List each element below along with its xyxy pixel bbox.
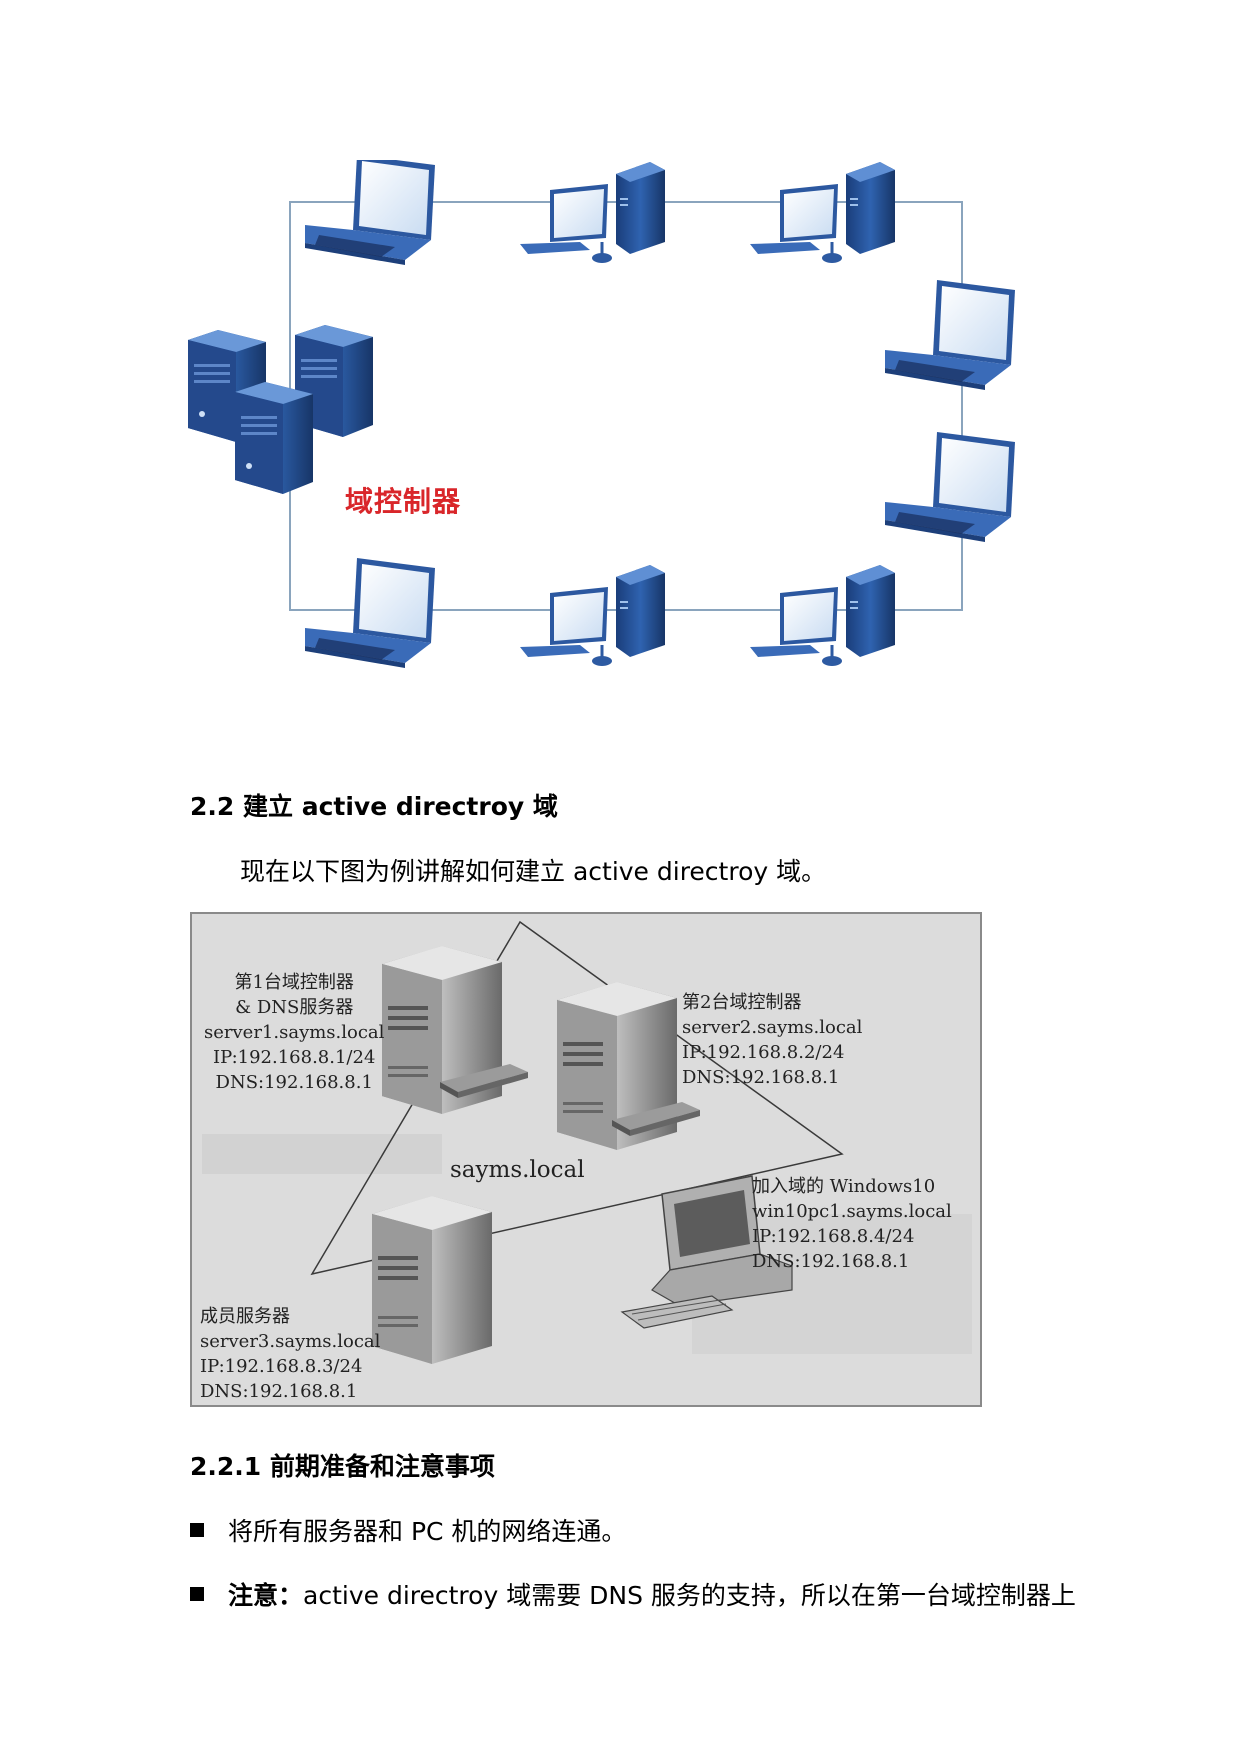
bullet-item: 注意：active directroy 域需要 DNS 服务的支持，所以在第一台… (190, 1576, 1076, 1612)
laptop-icon (305, 160, 435, 265)
network-ring-diagram (188, 160, 1015, 668)
section-heading-2-2: 2.2 建立 active directroy 域 (190, 792, 558, 821)
member-label-line: IP:192.168.8.3/24 (200, 1356, 363, 1377)
bullet-bold-prefix: 注意： (228, 1581, 304, 1610)
windows-pc-icon (620, 1175, 793, 1329)
member-label-line: DNS:192.168.8.1 (200, 1381, 358, 1402)
laptop-icon (885, 280, 1015, 390)
pc-label: 加入域的 Windows10 win10pc1.sayms.local IP:1… (752, 1174, 952, 1274)
dc1-label: 第1台域控制器 & DNS服务器 server1.sayms.local IP:… (204, 970, 384, 1095)
member-label-line: 成员服务器 (200, 1306, 290, 1327)
domain-topology-diagram (192, 914, 980, 1405)
pc-label-line: 加入域的 Windows10 (752, 1176, 936, 1197)
pc-label-line: IP:192.168.8.4/24 (752, 1226, 915, 1247)
bullet-item: 将所有服务器和 PC 机的网络连通。 (190, 1512, 626, 1548)
server-icon (235, 382, 313, 494)
domain-topology-figure: 第1台域控制器 & DNS服务器 server1.sayms.local IP:… (190, 912, 982, 1407)
network-ring-figure: 域控制器 (180, 160, 1060, 760)
server3-icon (372, 1196, 492, 1364)
dc2-label: 第2台域控制器 server2.sayms.local IP:192.168.8… (682, 990, 862, 1090)
domain-controller-label: 域控制器 (345, 485, 462, 518)
square-bullet-icon (190, 1523, 204, 1537)
dc1-label-line: 第1台域控制器 (234, 972, 354, 993)
dc1-label-line: server1.sayms.local (204, 1022, 385, 1043)
dc1-label-line: DNS:192.168.8.1 (215, 1072, 373, 1093)
section-paragraph: 现在以下图为例讲解如何建立 active directroy 域。 (240, 857, 827, 886)
pc-label-line: DNS:192.168.8.1 (752, 1251, 910, 1272)
dc1-label-line: IP:192.168.8.1/24 (213, 1047, 376, 1068)
network-ring-line (289, 201, 963, 611)
member-label-line: server3.sayms.local (200, 1331, 381, 1352)
desktop-icon (748, 160, 897, 265)
dc2-label-line: DNS:192.168.8.1 (682, 1067, 840, 1088)
dc2-label-line: server2.sayms.local (682, 1017, 863, 1038)
bullet-text: 将所有服务器和 PC 机的网络连通。 (228, 1517, 627, 1546)
domain-name-label: sayms.local (450, 1157, 585, 1183)
laptop-icon (885, 432, 1015, 542)
pc-label-line: win10pc1.sayms.local (752, 1201, 952, 1222)
dc1-label-line: & DNS服务器 (235, 997, 354, 1018)
member-server-label: 成员服务器 server3.sayms.local IP:192.168.8.3… (200, 1304, 380, 1404)
desktop-icon (518, 563, 667, 668)
dc2-label-line: 第2台域控制器 (682, 992, 802, 1013)
square-bullet-icon (190, 1587, 204, 1601)
bullet-text: active directroy 域需要 DNS 服务的支持，所以在第一台域控制… (303, 1581, 1076, 1610)
desktop-icon (748, 563, 897, 668)
dc2-label-line: IP:192.168.8.2/24 (682, 1042, 845, 1063)
laptop-icon (305, 558, 435, 668)
section-heading-2-2-1: 2.2.1 前期准备和注意事项 (190, 1452, 495, 1481)
desktop-icon (518, 160, 667, 265)
